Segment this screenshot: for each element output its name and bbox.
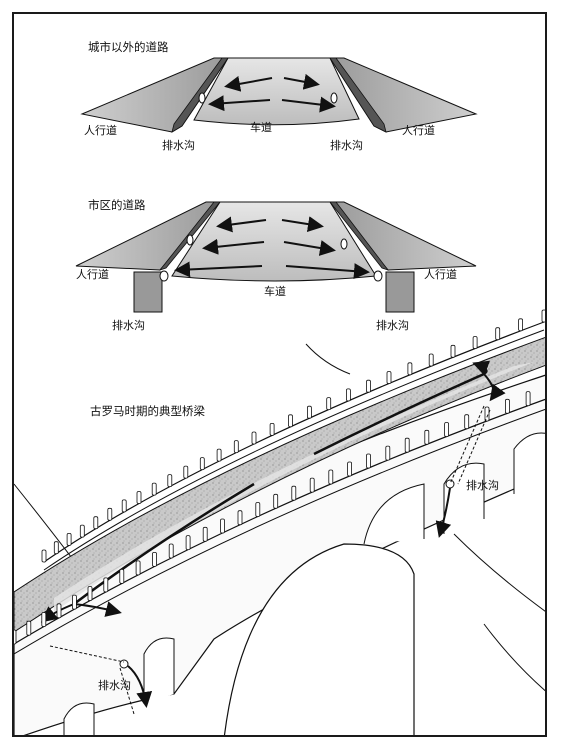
rural-right-sidewalk-label: 人行道 bbox=[402, 125, 435, 136]
parapet-baluster bbox=[429, 354, 433, 366]
urban-right-drain-hole bbox=[341, 239, 347, 249]
parapet-baluster bbox=[473, 337, 477, 349]
urban-left-inlet bbox=[160, 271, 168, 281]
bridge-lower-ditch-label: 排水沟 bbox=[98, 680, 131, 691]
parapet-baluster bbox=[465, 415, 469, 429]
rural-road-title: 城市以外的道路 bbox=[88, 42, 169, 54]
parapet-baluster bbox=[153, 552, 157, 566]
urban-left-drain-box bbox=[134, 272, 162, 312]
parapet-baluster bbox=[310, 478, 314, 492]
rural-road-diagram bbox=[82, 58, 476, 132]
rural-left-drain-hole bbox=[199, 93, 205, 103]
parapet-baluster bbox=[327, 398, 331, 410]
parapet-baluster bbox=[289, 415, 293, 427]
urban-right-inlet bbox=[374, 271, 382, 281]
parapet-baluster bbox=[408, 363, 412, 375]
parapet-baluster bbox=[67, 533, 71, 545]
parapet-baluster bbox=[80, 525, 84, 537]
parapet-baluster bbox=[200, 458, 204, 470]
parapet-baluster bbox=[104, 578, 108, 592]
roman-bridge-diagram bbox=[14, 310, 547, 737]
parapet-baluster bbox=[307, 406, 311, 418]
parapet-baluster bbox=[88, 587, 92, 601]
parapet-baluster bbox=[329, 470, 333, 484]
parapet-baluster bbox=[496, 328, 500, 340]
parapet-baluster bbox=[451, 345, 455, 357]
urban-right-ditch-label: 排水沟 bbox=[376, 320, 409, 331]
urban-left-sidewalk-label: 人行道 bbox=[76, 269, 109, 280]
roman-bridge-title: 古罗马时期的典型桥梁 bbox=[90, 406, 205, 418]
parapet-baluster bbox=[256, 503, 260, 517]
parapet-baluster bbox=[542, 310, 546, 322]
parapet-baluster bbox=[14, 630, 16, 644]
parapet-baluster bbox=[203, 527, 207, 541]
parapet-baluster bbox=[42, 550, 46, 562]
parapet-baluster bbox=[137, 492, 141, 504]
parapet-baluster bbox=[274, 494, 278, 508]
parapet-baluster bbox=[72, 595, 76, 609]
urban-roadway-label: 车道 bbox=[264, 286, 286, 297]
urban-road-title: 市区的道路 bbox=[88, 200, 146, 212]
rural-right-drain-hole bbox=[331, 93, 337, 103]
parapet-baluster bbox=[485, 407, 489, 421]
urban-left-ditch-label: 排水沟 bbox=[112, 320, 145, 331]
urban-right-sidewalk-label: 人行道 bbox=[424, 269, 457, 280]
drainage-illustration bbox=[14, 14, 547, 737]
parapet-baluster bbox=[169, 544, 173, 558]
parapet-baluster bbox=[57, 604, 61, 618]
parapet-baluster bbox=[217, 449, 221, 461]
urban-left-drain-hole bbox=[187, 235, 193, 245]
parapet-baluster bbox=[184, 466, 188, 478]
parapet-baluster bbox=[27, 621, 31, 635]
parapet-baluster bbox=[519, 319, 523, 331]
parapet-baluster bbox=[526, 392, 530, 406]
rural-left-ditch-label: 排水沟 bbox=[162, 140, 195, 151]
rural-left-sidewalk-label: 人行道 bbox=[84, 125, 117, 136]
parapet-baluster bbox=[405, 438, 409, 452]
bridge-arch bbox=[144, 638, 174, 704]
parapet-baluster bbox=[136, 561, 140, 575]
parapet-baluster bbox=[367, 454, 371, 468]
parapet-baluster bbox=[292, 486, 296, 500]
illustration-frame: 城市以外的道路 人行道 人行道 车道 排水沟 排水沟 市区的道路 人行道 人行道… bbox=[12, 12, 547, 737]
parapet-baluster bbox=[387, 372, 391, 384]
urban-right-drain-box bbox=[386, 272, 414, 312]
parapet-baluster bbox=[238, 511, 242, 525]
parapet-baluster bbox=[234, 441, 238, 453]
bridge-upper-ditch-label: 排水沟 bbox=[466, 480, 499, 491]
parapet-baluster bbox=[386, 446, 390, 460]
parapet-baluster bbox=[42, 613, 46, 627]
parapet-baluster bbox=[94, 517, 98, 529]
parapet-baluster bbox=[346, 389, 350, 401]
parapet-baluster bbox=[348, 462, 352, 476]
parapet-baluster bbox=[425, 430, 429, 444]
parapet-baluster bbox=[108, 508, 112, 520]
parapet-baluster bbox=[505, 399, 509, 413]
parapet-baluster bbox=[168, 475, 172, 487]
parapet-baluster bbox=[221, 519, 225, 533]
parapet-baluster bbox=[186, 536, 190, 550]
parapet-baluster bbox=[54, 542, 58, 554]
parapet-baluster bbox=[152, 483, 156, 495]
rural-roadway-label: 车道 bbox=[250, 122, 272, 133]
rural-right-ditch-label: 排水沟 bbox=[330, 140, 363, 151]
parapet-baluster bbox=[367, 380, 371, 392]
parapet-baluster bbox=[252, 432, 256, 444]
parapet-baluster bbox=[120, 569, 124, 583]
parapet-baluster bbox=[270, 423, 274, 435]
parapet-baluster bbox=[445, 423, 449, 437]
rural-right-sidewalk bbox=[330, 58, 476, 132]
parapet-baluster bbox=[122, 500, 126, 512]
